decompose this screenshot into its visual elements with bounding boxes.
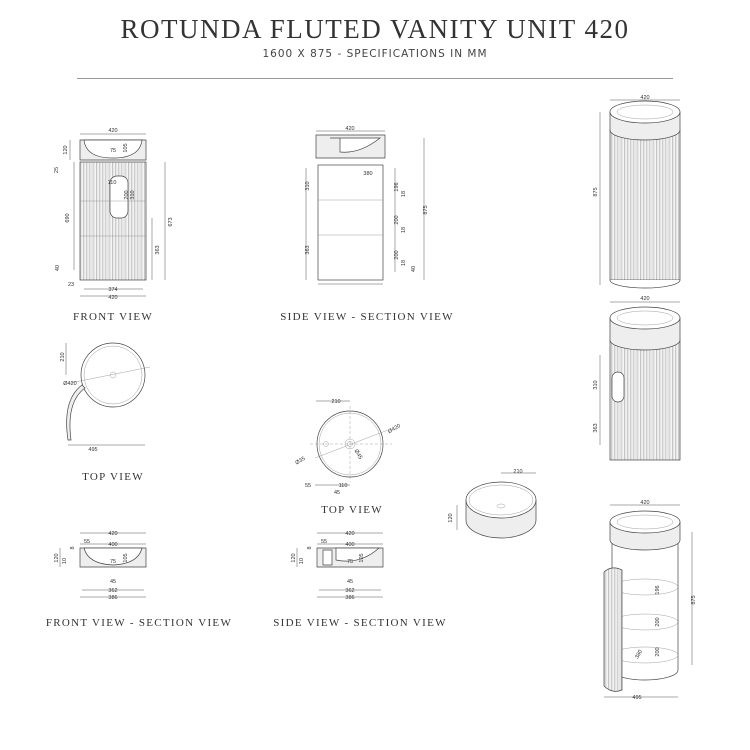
- dim-total-height: 875: [423, 205, 429, 214]
- front-view-label: FRONT VIEW: [73, 311, 153, 323]
- dim-handle-offset: 310: [593, 380, 599, 389]
- dim-shelf-1: 196: [655, 585, 661, 594]
- dim-overall-width: 420: [108, 295, 117, 301]
- dim-shelf-3: 200: [394, 250, 400, 259]
- dim-bowl-depth: 105: [123, 143, 129, 152]
- dim-radius: 210: [60, 352, 66, 361]
- dim-waste-hole: 45: [110, 579, 116, 585]
- page-subtitle: 1600 X 875 - SPECIFICATIONS IN MM: [262, 48, 488, 60]
- dim-width: 420: [108, 531, 117, 537]
- top-view-basin-label: TOP VIEW: [321, 504, 383, 516]
- dim-tap-hole: Ø35: [294, 456, 306, 466]
- dim-width: 420: [640, 500, 649, 506]
- dim-diameter: Ø420: [63, 381, 76, 387]
- top-view-unit-drawing: 210 Ø420 495 TOP VIEW: [60, 342, 151, 483]
- dim-basin-height: 120: [63, 145, 69, 154]
- dim-bowl-width: 400: [108, 542, 117, 548]
- dim-centre-offset: 110: [339, 483, 348, 489]
- dim-outer: 386: [108, 595, 117, 601]
- dim-plinth: 40: [411, 266, 417, 272]
- dim-waste: 75: [110, 559, 116, 565]
- side-view-drawing: 420 380 310 196 18 200 18 363 200 18 40 …: [280, 126, 454, 323]
- dim-inner-depth: 380: [363, 171, 372, 177]
- dim-inner: 362: [108, 588, 117, 594]
- dim-shelf-2: 200: [655, 617, 661, 626]
- dim-rim: 55: [84, 539, 90, 545]
- title-divider: [77, 78, 673, 79]
- dim-width: 420: [345, 531, 354, 537]
- dim-shelf-1: 196: [394, 182, 400, 191]
- dim-inner-diameter: 380: [634, 649, 644, 660]
- dim-lower-height: 363: [593, 423, 599, 432]
- dim-tap-centre: 45: [334, 490, 340, 496]
- dim-height: 120: [291, 553, 297, 562]
- dim-bowl-depth: 105: [359, 553, 365, 562]
- dim-waste: Ø45: [353, 448, 363, 460]
- dim-handle-offset: 310: [130, 190, 136, 199]
- dim-height: 120: [54, 553, 60, 562]
- dim-rim-height: 8: [70, 546, 76, 549]
- dim-base: 10: [299, 558, 305, 564]
- dim-bowl-depth: 105: [123, 553, 129, 562]
- front-section-drawing: 420 55 400 8 120 10 75 105 45 362 386 FR…: [46, 531, 232, 629]
- dim-top-gap: 25: [54, 167, 60, 173]
- dim-waste: 75: [110, 148, 116, 154]
- dim-shelf-thk-1: 18: [401, 191, 407, 197]
- dim-height: 120: [448, 513, 454, 522]
- dim-radius: 210: [331, 399, 340, 405]
- iso-cutaway-drawing: 420 310 363: [593, 296, 681, 461]
- dim-bowl-width: 400: [345, 542, 354, 548]
- dim-shelf-3: 200: [655, 647, 661, 656]
- dim-door-height: 673: [168, 217, 174, 226]
- dim-lower-height: 363: [155, 245, 161, 254]
- top-view-unit-label: TOP VIEW: [82, 471, 144, 483]
- dim-door-open: 495: [88, 447, 97, 453]
- dim-outer: 386: [345, 595, 354, 601]
- dim-height: 875: [691, 595, 697, 604]
- dim-handle-height: 200: [124, 190, 130, 199]
- dim-width: 420: [108, 128, 117, 134]
- dim-base: 10: [62, 558, 68, 564]
- dim-handle-width: 110: [108, 180, 117, 186]
- dim-width: 420: [640, 95, 649, 101]
- dim-radius: 210: [513, 469, 522, 475]
- dim-width: 420: [640, 296, 649, 302]
- dim-shelf-thk-2: 18: [401, 227, 407, 233]
- dim-rim-height: 8: [307, 546, 313, 549]
- dim-waste-hole: 45: [347, 579, 353, 585]
- dim-waste: 75: [347, 559, 353, 565]
- dim-plinth: 40: [55, 265, 61, 271]
- iso-closed-drawing: 420 875: [593, 95, 681, 289]
- dim-door-open: 495: [632, 695, 641, 701]
- iso-open-drawing: 420 875 196 200 200 380 495: [603, 500, 697, 701]
- dim-inner-width: 374: [108, 287, 117, 293]
- dim-lower: 363: [305, 245, 311, 254]
- dim-depth: 420: [345, 126, 354, 132]
- side-section-drawing: 420 55 400 8 120 10 75 105 45 362 386 SI…: [273, 531, 447, 629]
- dim-upper: 310: [305, 181, 311, 190]
- dim-inner: 362: [345, 588, 354, 594]
- basin-iso-drawing: 210 120: [448, 469, 537, 539]
- side-view-label: SIDE VIEW - SECTION VIEW: [280, 311, 454, 323]
- dim-diameter: Ø420: [387, 423, 402, 435]
- dim-cabinet-height: 690: [65, 213, 71, 222]
- dim-rim: 55: [321, 539, 327, 545]
- side-section-label: SIDE VIEW - SECTION VIEW: [273, 617, 447, 629]
- front-view-drawing: 420 120 75 105 25 110 200 310 690 673 36…: [54, 128, 174, 323]
- dim-height: 875: [593, 187, 599, 196]
- dim-tap-offset: 55: [305, 483, 311, 489]
- front-section-label: FRONT VIEW - SECTION VIEW: [46, 617, 232, 629]
- dim-shelf-2: 200: [394, 215, 400, 224]
- dim-shelf-thk-3: 18: [401, 260, 407, 266]
- dim-setback: 23: [68, 282, 74, 288]
- page-title: ROTUNDA FLUTED VANITY UNIT 420: [120, 14, 630, 44]
- top-view-basin-drawing: 210 Ø420 Ø35 Ø45 55 110 45 TOP VIEW: [294, 399, 401, 516]
